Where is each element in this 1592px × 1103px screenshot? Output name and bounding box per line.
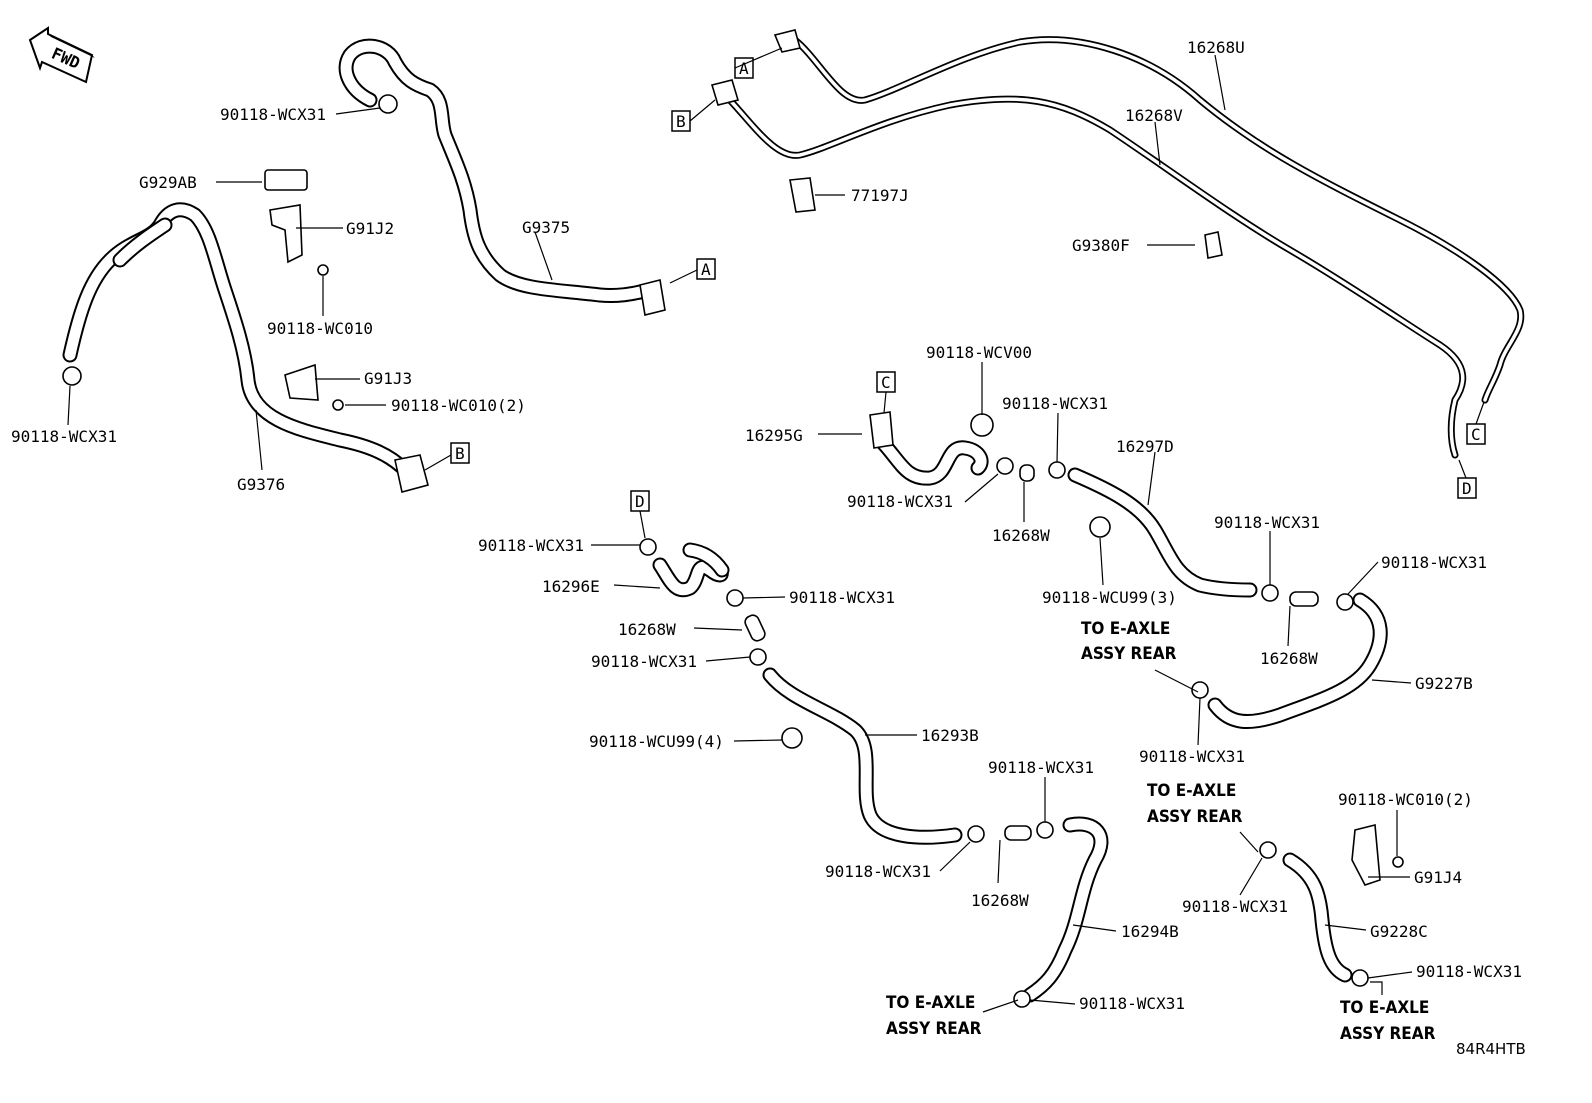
label-90118-wc010: 90118-WC010 (267, 319, 373, 338)
label-90118-wcv00: 90118-WCV00 (926, 343, 1032, 362)
label-90118-wcx31: 90118-WCX31 (11, 427, 117, 446)
label-16297d: 16297D (1116, 437, 1174, 456)
connector-a2: A (701, 260, 711, 279)
hose-16294b (1022, 816, 1109, 1003)
label-16268w: 16268W (971, 891, 1029, 910)
part-labels: 90118-WCX31 G929AB G91J2 90118-WC010 G93… (11, 38, 1522, 1013)
label-16295g: 16295G (745, 426, 803, 445)
label-g9227b: G9227B (1415, 674, 1473, 693)
label-g9376: G9376 (237, 475, 285, 494)
note-to-e-axle-line1: TO E-AXLE (1081, 619, 1170, 639)
note-to-e-axle-line1: TO E-AXLE (1147, 781, 1236, 801)
label-16296e: 16296E (542, 577, 600, 596)
label-90118-wcx31: 90118-WCX31 (591, 652, 697, 671)
label-90118-wcx31: 90118-WCX31 (847, 492, 953, 511)
label-g91j3: G91J3 (364, 369, 412, 388)
label-90118-wcx31: 90118-WCX31 (1214, 513, 1320, 532)
label-16268w: 16268W (618, 620, 676, 639)
label-16293b: 16293B (921, 726, 979, 745)
label-g91j2: G91J2 (346, 219, 394, 238)
label-16268u: 16268U (1187, 38, 1245, 57)
connector-d2: D (1462, 479, 1472, 498)
connector-d1: D (635, 492, 645, 511)
note-to-e-axle-line2: ASSY REAR (886, 1019, 982, 1039)
connector-b2: B (455, 444, 465, 463)
label-90118-wcu99-4: 90118-WCU99(4) (589, 732, 724, 751)
label-90118-wcx31: 90118-WCX31 (1182, 897, 1288, 916)
note-to-e-axle-line2: ASSY REAR (1340, 1024, 1436, 1044)
hose-16296e (652, 542, 730, 598)
pipe-16268u (791, 36, 1525, 404)
label-g929ab: G929AB (139, 173, 197, 192)
label-90118-wcx31: 90118-WCX31 (988, 758, 1094, 777)
label-90118-wcx31: 90118-WCX31 (825, 862, 931, 881)
label-90118-wcx31: 90118-WCX31 (1139, 747, 1245, 766)
label-16294b: 16294B (1121, 922, 1179, 941)
fwd-arrow-icon: FWD (28, 26, 95, 84)
hose-g9375 (338, 38, 658, 303)
label-90118-wc010-2: 90118-WC010(2) (391, 396, 526, 415)
note-to-e-axle-line1: TO E-AXLE (886, 993, 975, 1013)
label-g9380f: G9380F (1072, 236, 1130, 255)
hose-g9228c (1282, 852, 1353, 983)
label-90118-wc010-2: 90118-WC010(2) (1338, 790, 1473, 809)
label-16268w: 16268W (1260, 649, 1318, 668)
label-16268v: 16268V (1125, 106, 1183, 125)
connector-c1: C (881, 373, 891, 392)
label-90118-wcu99-3: 90118-WCU99(3) (1042, 588, 1177, 607)
hose-g9227b (1207, 592, 1388, 730)
label-90118-wcx31: 90118-WCX31 (1416, 962, 1522, 981)
connector-c2: C (1471, 425, 1481, 444)
leader-lines (67, 54, 1413, 1013)
note-to-e-axle-line1: TO E-AXLE (1340, 998, 1429, 1018)
destination-notes: TO E-AXLE ASSY REAR TO E-AXLE ASSY REAR … (886, 619, 1436, 1044)
label-90118-wcx31: 90118-WCX31 (220, 105, 326, 124)
connector-arrows (424, 47, 1485, 539)
pipe-16268v (721, 91, 1467, 459)
hose-16293b (762, 667, 963, 845)
hose-16295g (872, 432, 989, 486)
hose-g9376-branch (112, 217, 173, 268)
label-g9228c: G9228C (1370, 922, 1428, 941)
label-90118-wcx31: 90118-WCX31 (478, 536, 584, 555)
label-16268w: 16268W (992, 526, 1050, 545)
note-to-e-axle-line2: ASSY REAR (1081, 644, 1177, 664)
note-to-e-axle-line2: ASSY REAR (1147, 807, 1243, 827)
hose-16297d (1067, 467, 1258, 598)
diagram-code: 84R4HTB (1456, 1040, 1526, 1058)
hose-16268w-pieces (744, 464, 1319, 841)
label-77197j: 77197J (851, 186, 909, 205)
label-90118-wcx31: 90118-WCX31 (1381, 553, 1487, 572)
label-90118-wcx31: 90118-WCX31 (1079, 994, 1185, 1013)
label-g91j4: G91J4 (1414, 868, 1462, 887)
label-g9375: G9375 (522, 218, 570, 237)
bracket-icons (264, 29, 1404, 886)
connector-a1: A (739, 59, 749, 78)
connector-b1: B (676, 112, 686, 131)
label-90118-wcx31: 90118-WCX31 (789, 588, 895, 607)
hose-g9376 (62, 202, 413, 478)
label-90118-wcx31: 90118-WCX31 (1002, 394, 1108, 413)
